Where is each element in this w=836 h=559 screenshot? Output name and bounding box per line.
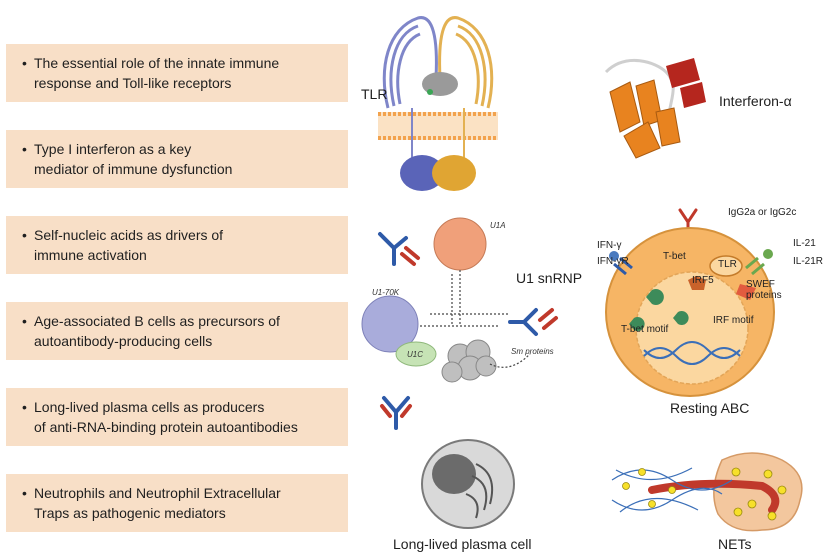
u1c-ellipse xyxy=(395,341,437,367)
bullet-text: Type I interferon as a key mediator of i… xyxy=(34,141,233,177)
bullet-text: Long-lived plasma cells as producers of … xyxy=(34,399,298,435)
ifn-gamma-r-label: IFN-γR xyxy=(597,256,629,267)
resting-abc-label: Resting ABC xyxy=(670,400,750,416)
bullet-box-age-associated-b-cells: • Age-associated B cells as precursors o… xyxy=(6,302,348,360)
bullet-box-type-i-interferon: • Type I interferon as a key mediator of… xyxy=(6,130,348,188)
interferon-alpha-illustration xyxy=(604,58,706,159)
bullet-text: Neutrophils and Neutrophil Extracellular… xyxy=(34,485,281,521)
u1-70k-label: U1-70K xyxy=(372,288,400,297)
bullet-marker: • xyxy=(22,399,27,415)
tlr-small-label: TLR xyxy=(718,259,737,270)
bullet-marker: • xyxy=(22,313,27,329)
swef-shape xyxy=(736,284,756,300)
tlr-right-ectodomain xyxy=(438,16,494,109)
nets-dna-fibers xyxy=(611,467,733,513)
nets-illustration xyxy=(611,452,803,532)
u1c-label: U1C xyxy=(407,350,424,359)
plasma-cell-illustration xyxy=(421,439,515,529)
nets-label: NETs xyxy=(718,536,752,552)
interferon-alpha-label: Interferon-α xyxy=(719,93,792,109)
bullet-text: Age-associated B cells as precursors of … xyxy=(34,313,280,349)
il-21-ligand xyxy=(763,249,773,259)
antibody-top-left xyxy=(378,232,420,266)
u1-70k-circle xyxy=(361,295,419,353)
u1-snrnp-illustration xyxy=(361,217,558,383)
antibody-right xyxy=(508,308,558,336)
nets-red-stream xyxy=(648,479,780,514)
resting-abc-illustration xyxy=(605,208,775,397)
ifn-gamma-ligand xyxy=(609,251,619,261)
sm-proteins-label: Sm proteins xyxy=(511,347,554,356)
swef-label: SWEF proteins xyxy=(746,279,782,301)
irf5-label: IRF5 xyxy=(692,275,714,286)
neutrophil-body xyxy=(713,452,803,532)
endoplasmic-reticulum xyxy=(465,463,494,519)
antibody-bottom xyxy=(380,396,412,430)
tlr-vesicle xyxy=(709,255,743,277)
bullet-box-neutrophils: • Neutrophils and Neutrophil Extracellul… xyxy=(6,474,348,532)
tlr-label: TLR xyxy=(361,86,388,102)
il-21-receptor xyxy=(745,256,765,276)
tlr-ligand-dot xyxy=(427,89,433,95)
irf5-pentagon xyxy=(688,276,706,290)
u1a-label: U1A xyxy=(490,221,506,230)
irf-motif-label: IRF motif xyxy=(713,315,754,326)
plasma-cell-nucleus xyxy=(432,454,476,494)
nets-granules xyxy=(622,467,787,521)
bullet-box-plasma-cells: • Long-lived plasma cells as producers o… xyxy=(6,388,348,446)
bullet-box-innate-immune: • The essential role of the innate immun… xyxy=(6,44,348,102)
igg-label: IgG2a or IgG2c xyxy=(728,207,797,218)
tbet-label: T-bet xyxy=(663,251,686,262)
il-21-label: IL-21 xyxy=(793,238,816,249)
bullet-marker: • xyxy=(22,141,27,157)
tbet-pacman xyxy=(646,289,664,305)
tbet-pacman-2 xyxy=(629,317,645,331)
bullet-text: The essential role of the innate immune … xyxy=(34,55,280,91)
rna-stem-loop xyxy=(420,270,510,327)
rna-tail xyxy=(489,353,531,368)
tlr-structure-illustration xyxy=(378,16,498,191)
ifn-beta-strands xyxy=(666,58,706,108)
tlr-left-tir-domain xyxy=(400,155,444,191)
ifn-helices xyxy=(609,79,681,159)
tbet-pacman-3 xyxy=(673,311,689,325)
il-21r-label: IL-21R xyxy=(793,256,824,267)
sm-proteins-cluster xyxy=(441,339,497,383)
dna-helix xyxy=(643,341,741,365)
ifn-gamma-label: IFN-γ xyxy=(597,240,622,251)
tlr-left-ectodomain xyxy=(382,16,438,109)
u1-snrnp-label: U1 snRNP xyxy=(516,270,583,286)
tbet-motif-label: T-bet motif xyxy=(621,324,669,335)
u1a-circle xyxy=(433,217,487,271)
bullet-marker: • xyxy=(22,227,27,243)
bullet-box-self-nucleic-acids: • Self-nucleic acids as drivers of immun… xyxy=(6,216,348,274)
cell-membrane xyxy=(378,112,498,140)
bullet-marker: • xyxy=(22,55,27,71)
ifn-gamma-receptor xyxy=(613,256,633,276)
bullet-marker: • xyxy=(22,485,27,501)
plasma-cell-label: Long-lived plasma cell xyxy=(393,536,532,552)
tlr-right-tir-domain xyxy=(432,155,476,191)
bullet-text: Self-nucleic acids as drivers of immune … xyxy=(34,227,224,263)
